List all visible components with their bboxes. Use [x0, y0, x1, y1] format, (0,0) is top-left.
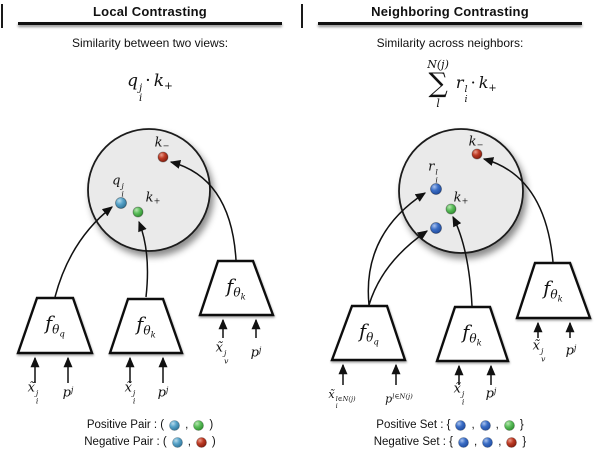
legend-negative-set: Negative Set : { , , }: [373, 436, 527, 448]
input-p-label: pj: [485, 386, 497, 402]
panel-neighboring-contrasting: Neighboring Contrasting Similarity acros…: [300, 0, 600, 467]
encoder-key2-label: fθk: [543, 277, 563, 305]
legend-label: Positive Pair : (: [86, 419, 165, 431]
neighbor-query-dot-2: [430, 222, 442, 234]
encoder-key-label: fθk: [136, 313, 156, 341]
legend-dot-royal-blue: [482, 436, 494, 448]
input-p-label: pj: [62, 385, 74, 401]
legend-negative-pair: Negative Pair : ( , ): [84, 436, 216, 448]
legend-positive-set: Positive Set : { , , }: [376, 419, 524, 431]
panel-edge-line: [1, 4, 3, 28]
encoder-query-trapezoid: [16, 296, 94, 355]
legend-label: Positive Set : {: [376, 419, 451, 431]
legend-dot-red: [196, 436, 207, 448]
positive-key-label: k+: [145, 190, 161, 206]
panel-subtitle: Similarity across neighbors:: [376, 36, 524, 50]
input-p-neighbors-label: pl∈N(j): [385, 392, 413, 406]
negative-key-label: k−: [154, 135, 170, 151]
legend-dot-green: [504, 419, 515, 431]
legend-dot-red: [506, 436, 518, 448]
encoder-query-trapezoid: [330, 304, 407, 362]
input-p-label: pj: [565, 343, 577, 359]
encoder-key-trapezoid: [435, 305, 510, 363]
arrow-query-encoder-to-query: [54, 206, 113, 298]
legend-label: Negative Set : {: [373, 436, 454, 448]
encoder-query-label: fθq: [45, 312, 65, 340]
positive-key-label: k+: [453, 190, 469, 206]
arrow-key-encoder-to-negative: [482, 157, 554, 263]
legend-dot-royal-blue: [455, 419, 467, 431]
arrow-key-encoder-to-positive: [452, 215, 473, 307]
legend-dot-royal-blue: [458, 436, 469, 448]
arrow-key-encoder-to-negative: [169, 160, 237, 261]
panel-edge-line: [301, 4, 303, 28]
positive-key-dot: [132, 206, 144, 218]
embedding-space-circle: [87, 128, 211, 252]
arrow-key-encoder-to-positive: [138, 220, 149, 298]
panel-subtitle: Similarity between two views:: [71, 36, 229, 50]
panel-title: Local Contrasting: [93, 4, 207, 19]
legend-dot-light-blue: [169, 419, 180, 431]
arrow-query-encoder-to-neighbor1: [367, 192, 427, 306]
local-diagram: [16, 128, 275, 383]
negative-key-dot: [471, 148, 483, 160]
title-underline: [18, 22, 282, 25]
legend-dot-green: [193, 419, 205, 431]
neighbor-query-dot-1: [430, 183, 442, 195]
panel-title: Neighboring Contrasting: [371, 4, 529, 19]
input-p-label: pj: [250, 345, 262, 361]
neighboring-diagram: [330, 128, 592, 385]
encoder-key-label: fθk: [462, 321, 482, 349]
negative-key-label: k−: [468, 134, 484, 150]
legend-dot-light-blue: [171, 436, 183, 448]
positive-key-dot: [445, 203, 457, 215]
input-p-label: pj: [157, 385, 169, 401]
legend-dot-royal-blue: [479, 419, 491, 431]
query-dot: [115, 197, 127, 209]
title-underline: [318, 22, 582, 25]
input-x-neighbors-label: x̃l∈N(j)i: [328, 388, 356, 410]
negative-key-dot: [157, 151, 169, 163]
legend-label: Negative Pair : (: [84, 436, 167, 448]
encoder-key-trapezoid: [108, 297, 184, 355]
arrow-query-encoder-to-neighbor2: [368, 230, 428, 306]
panel-local-contrasting: Local Contrasting Similarity between two…: [1, 4, 282, 448]
encoder-key2-label: fθk: [226, 275, 246, 303]
encoder-query-label: fθq: [359, 320, 379, 348]
encoder-key2-trapezoid: [198, 259, 275, 317]
legend-positive-pair: Positive Pair : ( , ): [86, 419, 214, 431]
encoder-key2-trapezoid: [515, 261, 592, 320]
